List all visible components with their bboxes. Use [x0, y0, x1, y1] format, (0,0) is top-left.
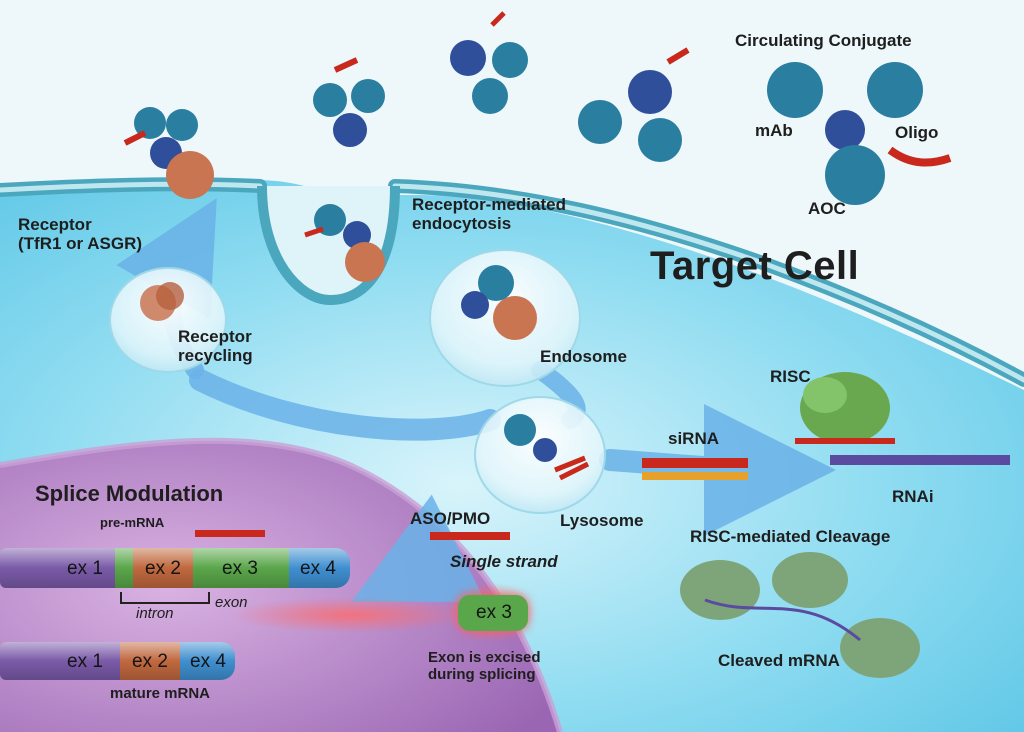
receptor-recycling-label: Receptor recycling — [178, 327, 253, 365]
aso-strands — [195, 530, 510, 540]
mature-mrna-tube — [0, 642, 235, 680]
receptor-endocytosis-label: Receptor-mediated endocytosis — [412, 195, 566, 233]
sirna-label: siRNA — [668, 429, 720, 448]
intron-label: intron — [136, 605, 174, 622]
pre-mrna-label: pre-mRNA — [100, 515, 165, 530]
excision-glow — [230, 597, 470, 633]
vesicle-endosome — [429, 249, 581, 387]
pre-mrna-tube — [0, 548, 350, 588]
mature-mrna-label: mature mRNA — [110, 685, 211, 702]
mature-exon-2-label: ex 2 — [132, 651, 168, 672]
endosome-label: Endosome — [540, 347, 627, 366]
risc-label: RISC — [770, 367, 811, 386]
exon-excised-label: Exon is excised during splicing — [428, 649, 541, 683]
mab-label: mAb — [755, 121, 793, 140]
pre-exon-1-label: ex 1 — [67, 558, 103, 579]
intron-bracket — [120, 592, 210, 604]
excised-exon-3-label: ex 3 — [476, 602, 512, 623]
circulating-conjugate-label: Circulating Conjugate — [735, 31, 912, 50]
cell-membrane — [0, 177, 1024, 387]
single-strand-label: Single strand — [450, 552, 558, 571]
cleaved-mrna-risc — [680, 552, 920, 678]
pre-exon-2-label: ex 2 — [145, 558, 181, 579]
exon-label: exon — [215, 594, 248, 611]
oligo-label: Oligo — [895, 123, 939, 142]
aoc-label: AOC — [808, 199, 846, 218]
antibody-conjugates — [123, 11, 952, 282]
aso-pmo-label: ASO/PMO — [410, 509, 491, 528]
lysosome-label: Lysosome — [560, 511, 644, 530]
sirna-duplex — [642, 458, 748, 480]
excised-exon-3 — [458, 595, 528, 631]
receptor-label: Receptor (TfR1 or ASGR) — [18, 215, 143, 253]
vesicle-lysosome — [474, 396, 606, 514]
splice-modulation-title: Splice Modulation — [35, 481, 224, 506]
risc-cleavage-label: RISC-mediated Cleavage — [690, 527, 891, 546]
pre-exon-3-label: ex 3 — [222, 558, 258, 579]
vesicle-recycling — [109, 267, 227, 373]
rnai-label: RNAi — [892, 487, 934, 506]
risc-complex — [795, 372, 1010, 465]
mature-exon-4-label: ex 4 — [190, 651, 226, 672]
mature-exon-1-label: ex 1 — [67, 651, 103, 672]
pre-exon-4-label: ex 4 — [300, 558, 336, 579]
cleaved-mrna-label: Cleaved mRNA — [718, 651, 840, 670]
target-cell-title: Target Cell — [650, 244, 860, 288]
